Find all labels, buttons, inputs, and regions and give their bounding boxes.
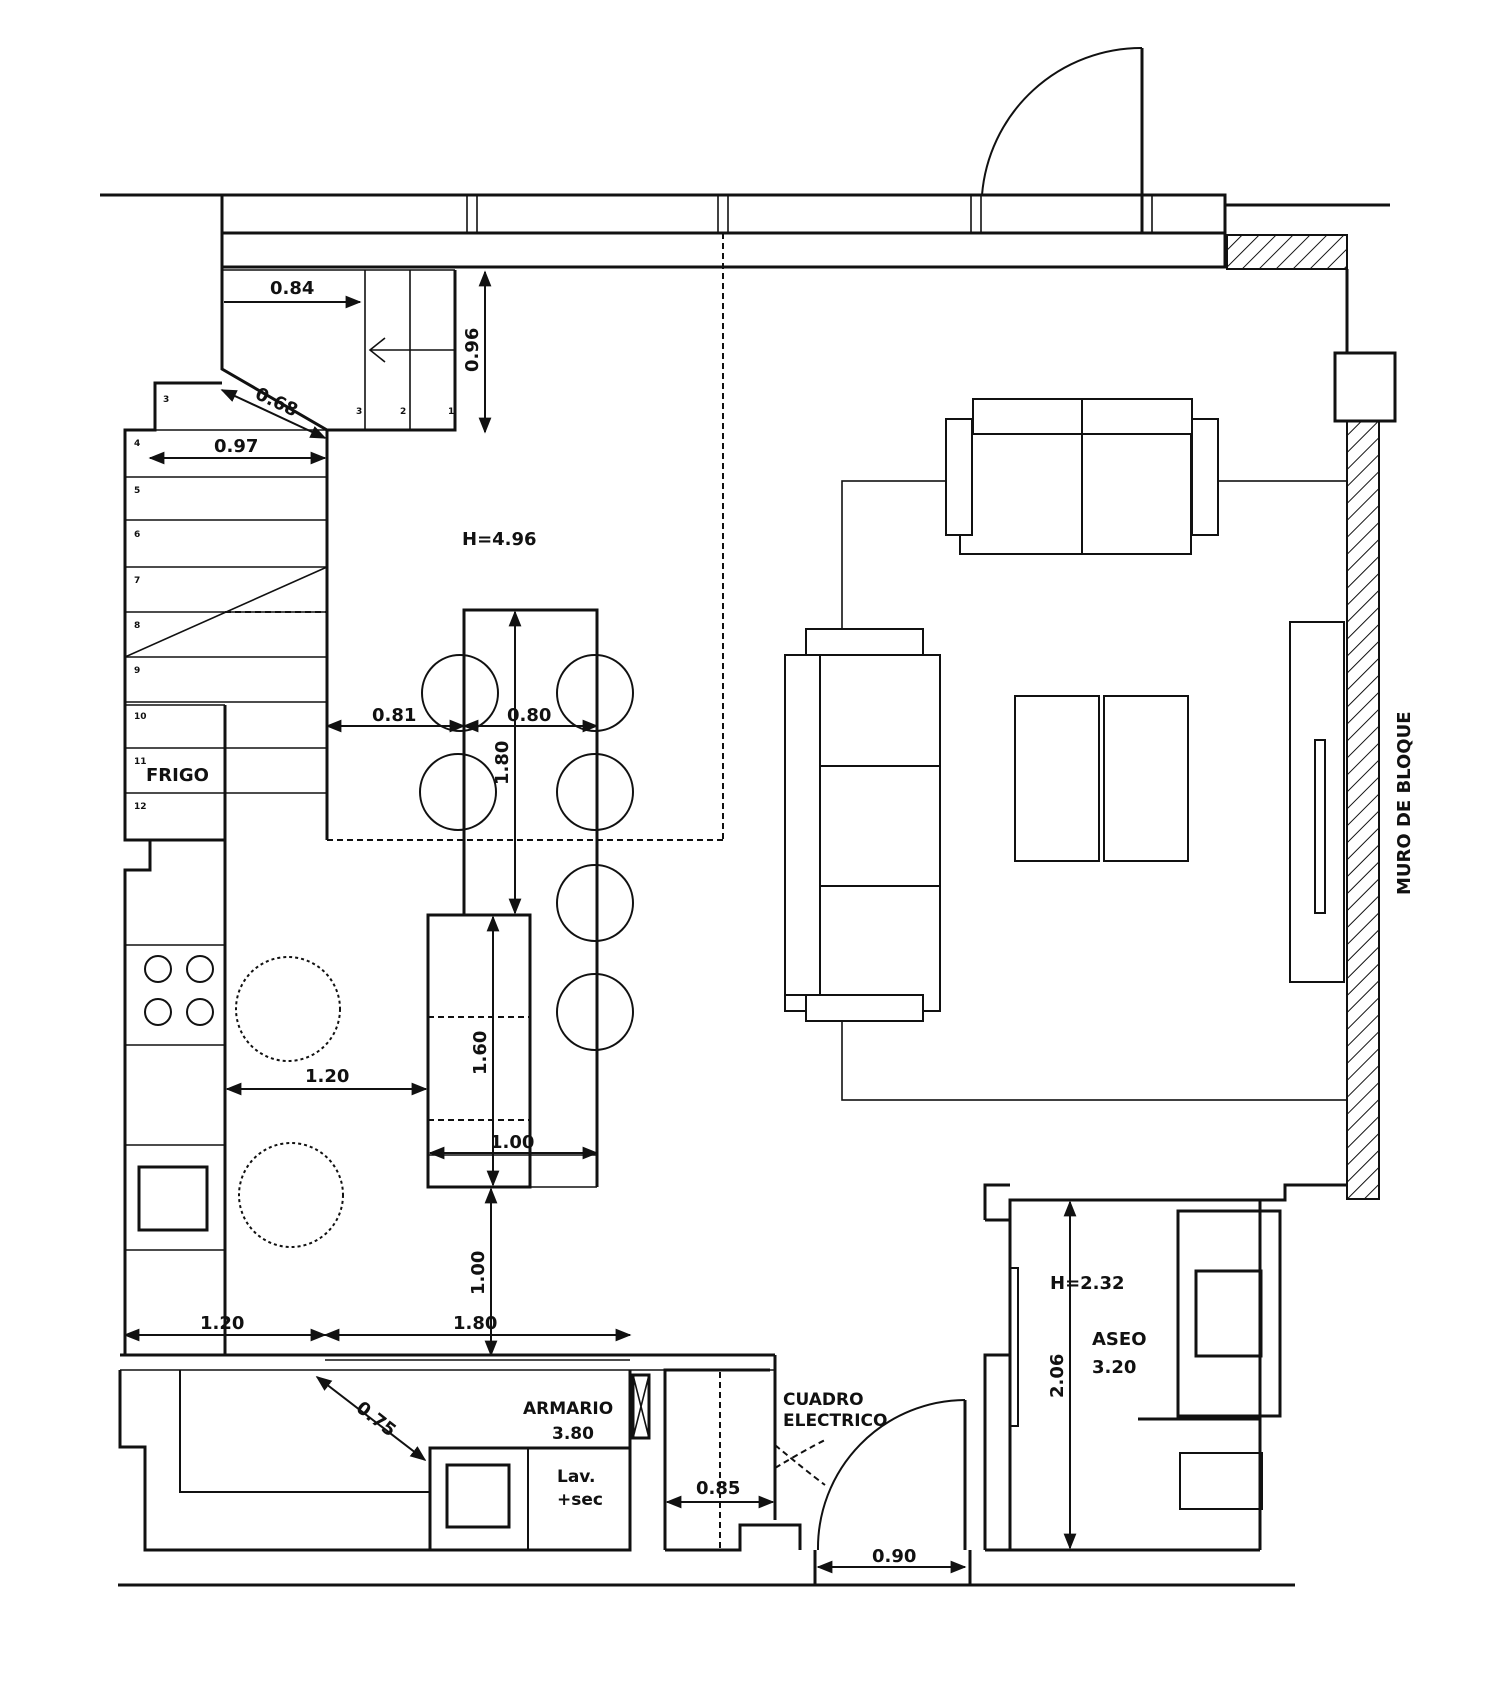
step-number: 10 [134,712,147,722]
dimension-label: 1.00 [468,1251,489,1295]
tv-unit [1289,621,1345,983]
room-area: 3.20 [1092,1357,1136,1378]
entrance-door[interactable] [981,46,1144,233]
step-number: 7 [134,576,140,586]
step-number: 5 [134,486,140,496]
double-height-void: H=4.96 [327,233,724,841]
closet-label: ELECTRICO [783,1411,887,1431]
wall-label: MURO DE BLOQUE [1394,711,1415,895]
chair [556,973,634,1051]
step-number: 12 [134,802,147,812]
sofa [945,398,1219,555]
step-number: 11 [134,757,147,767]
room-height-label: H=2.32 [1050,1273,1125,1294]
electrical-closet: CUADRO ELECTRICO 0.85 [665,1372,887,1548]
dimension-label: 0.90 [872,1546,916,1567]
dimension-label: 1.60 [470,1031,491,1075]
room-area: 3.80 [552,1424,594,1444]
washing-machine [445,1463,511,1529]
coffee-table [1014,695,1189,862]
dimension-label: 1.20 [305,1066,349,1087]
dimension-label: 1.80 [453,1313,497,1334]
room-label: ARMARIO [523,1399,613,1419]
living-room: MURO DE BLOQUE [784,398,1415,1101]
dimension-label: 1.00 [490,1132,534,1153]
dimension-label: 0.84 [270,278,314,299]
block-wall [1346,420,1380,1200]
stair-dimensions: 0.84 0.96 0.68 0.97 [148,270,492,465]
dimension-label: 0.81 [372,705,416,726]
step-number: 8 [134,621,140,631]
chair [556,654,634,732]
dimension-label: 0.85 [696,1478,740,1499]
step-number: 3 [356,407,362,417]
dimension-label: 0.97 [214,436,258,457]
chair [421,654,499,732]
dimension-label: 2.06 [1047,1354,1068,1398]
toilet [1179,1452,1263,1510]
island-dimensions: 0.81 0.80 1.80 1.60 1.20 1.00 1.00 1.20 … [123,610,632,1357]
stair-step-numbers: 1 2 3 3 4 5 6 7 8 9 10 11 12 [134,395,454,812]
cooktop [144,955,214,1026]
sink [137,1165,209,1232]
fridge-label: FRIGO [146,765,209,786]
step-number: 4 [134,439,140,449]
step-number: 6 [134,530,140,540]
appliance-label: +sec [557,1490,603,1510]
dimension-label: 1.80 [492,741,513,785]
bathroom: 2.06 H=2.32 ASEO 3.20 [1009,1200,1282,1550]
dimension-label: 1.20 [200,1313,244,1334]
sofa [784,628,941,1022]
shower [1176,1209,1282,1418]
wardrobe: ARMARIO 3.80 Lav. +sec 0.75 [179,1370,632,1552]
step-number: 3 [163,395,169,405]
step-number: 9 [134,666,140,676]
kitchen: FRIGO [123,704,344,1355]
appliance-label: Lav. [557,1467,595,1487]
step-number: 1 [448,407,454,417]
island-and-dining [419,608,634,1189]
stool [238,1142,344,1248]
chair [556,864,634,942]
stool [235,956,341,1062]
staircase [123,267,457,842]
dimension-label: 0.80 [507,705,551,726]
step-number: 2 [400,407,406,417]
room-label: ASEO [1092,1329,1147,1350]
closet-label: CUADRO [783,1390,864,1410]
lower-walls [118,1183,1347,1587]
dimension-label: 0.96 [462,328,483,372]
exterior-walls [100,193,1397,1200]
room-height-label: H=4.96 [462,529,537,550]
chair [419,753,497,831]
front-door[interactable]: 0.90 [816,1399,967,1574]
chair [556,753,634,831]
